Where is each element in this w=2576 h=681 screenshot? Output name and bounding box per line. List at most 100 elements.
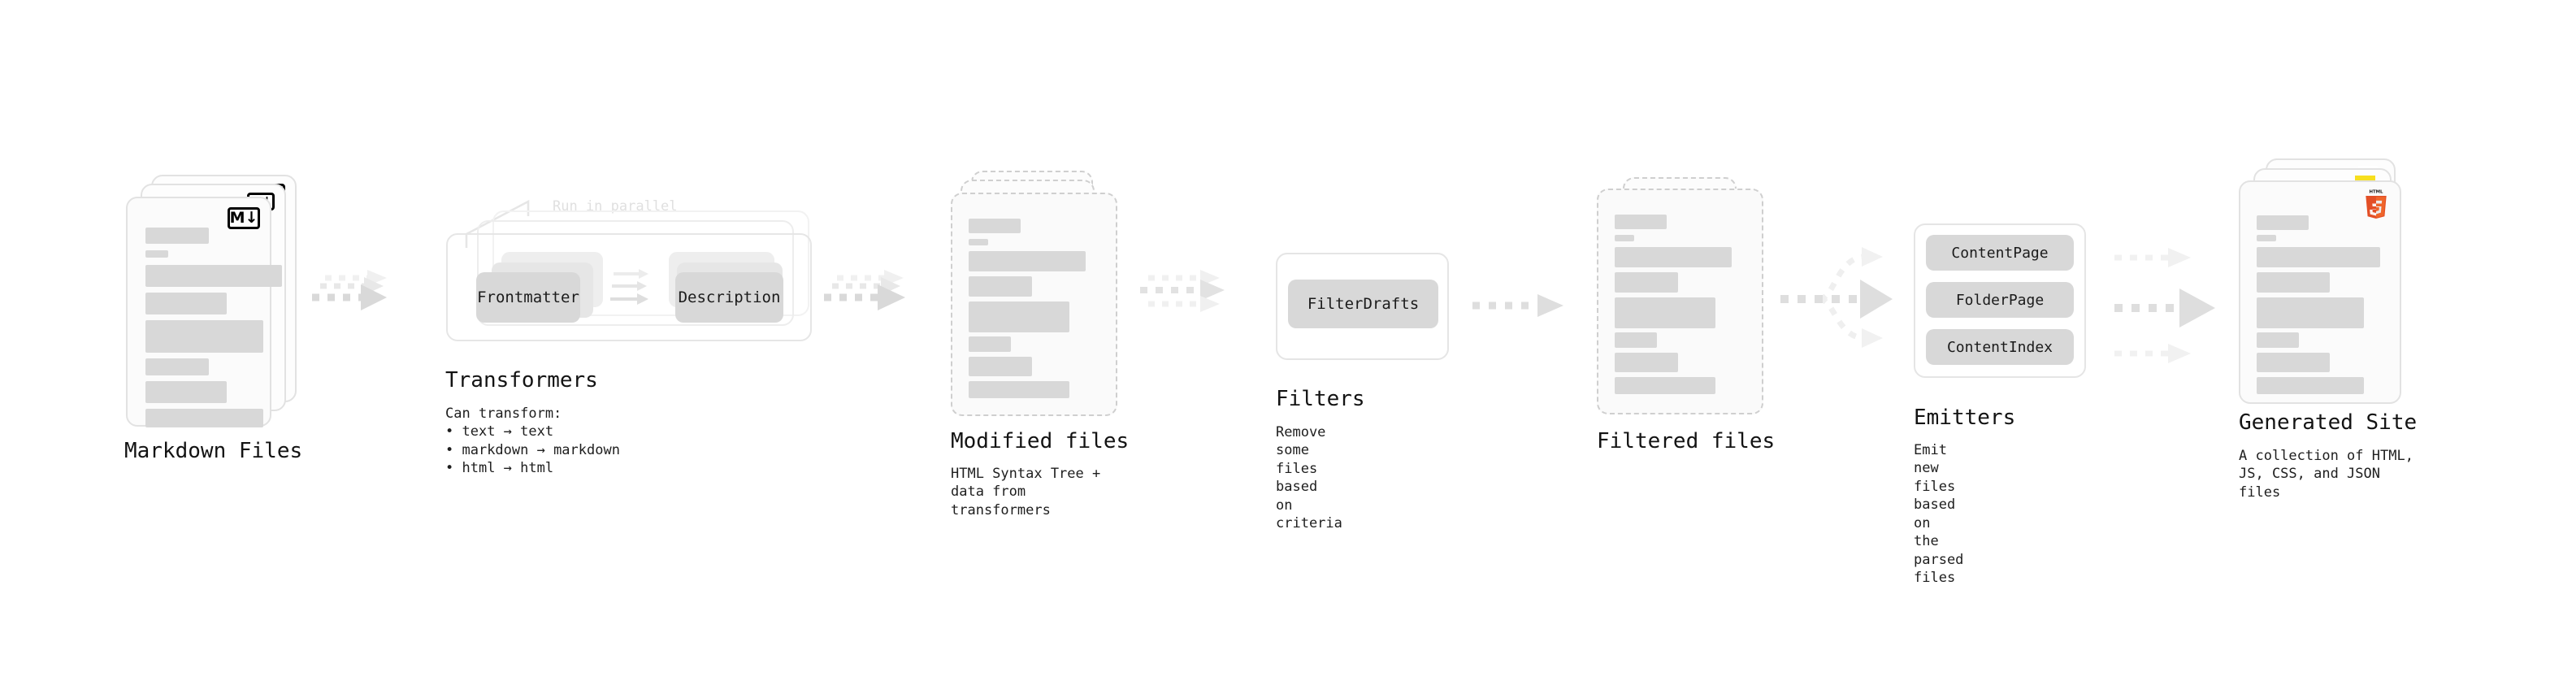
modified-files-description: HTML Syntax Tree + data from transformer… xyxy=(951,465,1125,519)
description-line: JS, CSS, and JSON files xyxy=(2239,466,2380,501)
skeleton-bar xyxy=(1615,297,1715,328)
stage-filtered-files: Filtered files xyxy=(1597,177,1775,453)
transformers-bullet-list: text → text markdown → markdown html → h… xyxy=(445,423,620,477)
skeleton-bar xyxy=(969,276,1032,297)
description-line: the parsed files xyxy=(1914,533,1964,587)
card-skeleton xyxy=(952,194,1116,414)
skeleton-bar xyxy=(2257,247,2380,267)
skeleton-bar xyxy=(2257,353,2330,372)
markdown-icon: M↓ xyxy=(228,207,260,229)
connector-markdown-to-transformers xyxy=(310,268,400,333)
list-item: markdown → markdown xyxy=(445,441,619,459)
filters-box xyxy=(1276,253,1449,360)
skeleton-bar xyxy=(969,301,1069,332)
html5-icon: HTML xyxy=(2366,189,2387,219)
skeleton-bar xyxy=(2257,297,2364,328)
list-item: html → html xyxy=(445,459,620,477)
markdown-files-card-stack: M↓ M↓ M↓ xyxy=(126,175,297,427)
skeleton-bar xyxy=(969,381,1069,398)
page-title: Transformers xyxy=(445,368,598,393)
generated-site-card-stack: CSS HTML xyxy=(2239,158,2413,404)
page-title: Modified files xyxy=(951,429,1130,453)
skeleton-bar xyxy=(2257,235,2276,241)
card-skeleton xyxy=(128,198,282,427)
filtered-files-card-stack xyxy=(1597,177,1772,421)
description-line: HTML Syntax Tree + xyxy=(951,466,1101,482)
connector-filtered-to-emitters xyxy=(1776,236,1910,349)
description-line: data from transformers xyxy=(951,484,1051,518)
skeleton-bar xyxy=(145,320,263,353)
card-front: HTML xyxy=(2239,180,2401,404)
skeleton-bar xyxy=(969,357,1032,376)
modified-files-card-stack xyxy=(951,171,1125,416)
skeleton-bar xyxy=(969,239,988,245)
page-title: Generated Site xyxy=(2239,410,2418,435)
skeleton-bar xyxy=(1615,215,1667,229)
dotted-arrow-icon xyxy=(1472,294,1563,317)
card-skeleton xyxy=(2240,182,2400,402)
skeleton-bar xyxy=(145,381,227,403)
pill-folderpage[interactable]: FolderPage xyxy=(1926,282,2074,318)
svg-text:HTML: HTML xyxy=(2369,189,2383,194)
skeleton-bar xyxy=(969,336,1011,352)
description-line: Remove some files based xyxy=(1276,424,1326,496)
stage-generated-site: CSS HTML xyxy=(2239,158,2417,501)
skeleton-bar xyxy=(1615,332,1657,348)
pill-description[interactable]: Description xyxy=(675,272,783,323)
dotted-arrow-icon xyxy=(824,270,905,310)
generated-site-description: A collection of HTML, JS, CSS, and JSON … xyxy=(2239,447,2413,501)
description-line: Emit new files based on xyxy=(1914,442,1956,531)
filters-description: Remove some files based on criteria xyxy=(1276,423,1342,533)
emitters-description: Emit new files based on the parsed files xyxy=(1914,441,1963,588)
stage-modified-files: Modified files HTML Syntax Tree + data f… xyxy=(951,171,1129,518)
dotted-arrow-icon xyxy=(2114,248,2215,363)
dotted-arrow-icon xyxy=(312,270,387,310)
transformer-inner-arrows-icon xyxy=(610,269,648,305)
skeleton-bar xyxy=(1615,353,1678,372)
card-front: M↓ xyxy=(126,197,282,427)
description-line: on criteria xyxy=(1276,497,1342,532)
list-item: text → text xyxy=(445,423,620,440)
connector-transformers-to-modified xyxy=(822,268,924,333)
card-front xyxy=(951,193,1117,416)
skeleton-bar xyxy=(969,251,1086,271)
dotted-arrow-fan-out-icon xyxy=(1780,247,1893,348)
pill-contentpage[interactable]: ContentPage xyxy=(1926,235,2074,271)
transformer-box-back xyxy=(492,210,809,316)
card-skeleton xyxy=(1598,190,1762,413)
pill-frontmatter[interactable]: Frontmatter xyxy=(476,272,580,323)
description-line: A collection of HTML, xyxy=(2239,448,2413,464)
skeleton-bar xyxy=(145,250,168,258)
page-title: Markdown Files xyxy=(124,439,303,463)
transformer-box-front xyxy=(446,233,812,341)
transformers-description: Can transform: text → text markdown → ma… xyxy=(445,405,620,478)
connector-modified-to-filters xyxy=(1134,268,1243,333)
skeleton-bar xyxy=(1615,377,1715,394)
transformer-box-mid xyxy=(477,220,794,326)
skeleton-bar xyxy=(145,409,263,427)
skeleton-bar xyxy=(969,219,1021,233)
page-title: Emitters xyxy=(1914,406,2016,430)
connector-emitters-to-site xyxy=(2113,240,2255,363)
skeleton-bar xyxy=(2257,377,2364,394)
skeleton-bar xyxy=(2257,272,2330,293)
skeleton-bar xyxy=(2257,332,2299,348)
skeleton-bar xyxy=(145,265,282,287)
connector-filters-to-filtered xyxy=(1463,293,1576,329)
emitters-box xyxy=(1914,223,2086,378)
page-title: Filters xyxy=(1276,387,1365,411)
skeleton-bar xyxy=(2257,215,2309,230)
transformers-lead: Can transform: xyxy=(445,406,562,422)
skeleton-bar xyxy=(1615,235,1634,241)
dotted-arrow-icon xyxy=(1140,270,1225,312)
pill-filterdrafts[interactable]: FilterDrafts xyxy=(1288,280,1438,328)
skeleton-bar xyxy=(1615,247,1732,267)
skeleton-bar xyxy=(145,228,209,244)
skeleton-bar xyxy=(145,358,209,375)
stage-markdown-files: M↓ M↓ M↓ Markdown Files xyxy=(124,175,302,463)
pill-contentindex[interactable]: ContentIndex xyxy=(1926,329,2074,365)
skeleton-bar xyxy=(1615,272,1678,293)
skeleton-bar xyxy=(145,293,227,314)
page-title: Filtered files xyxy=(1597,429,1776,453)
